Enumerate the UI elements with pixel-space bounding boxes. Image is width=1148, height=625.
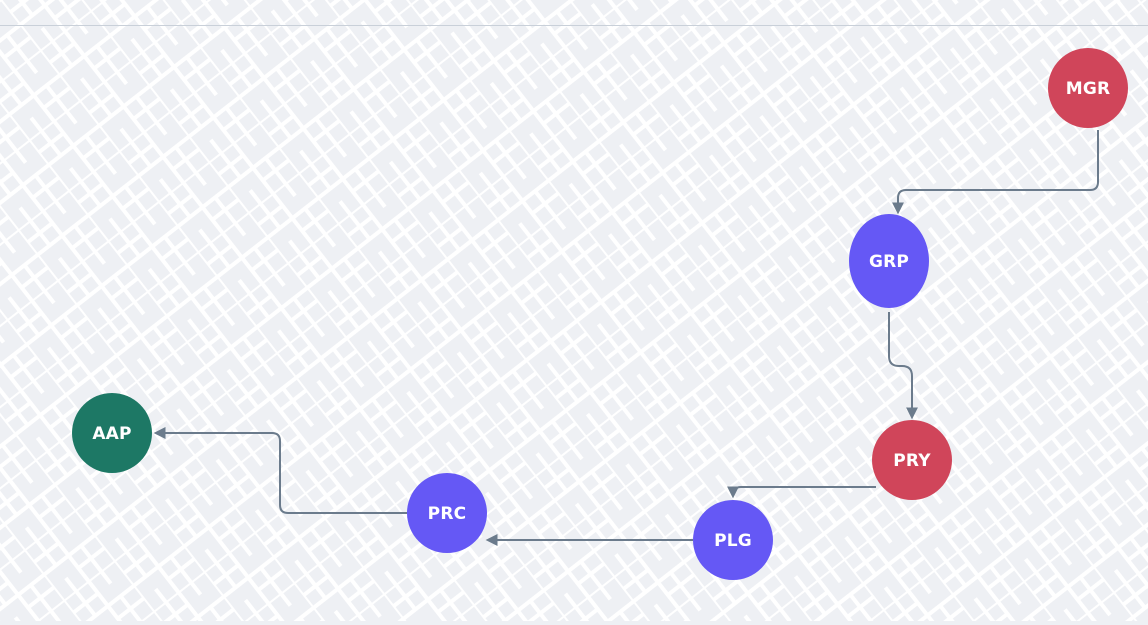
edge-grp-to-pry <box>888 312 918 420</box>
node-pry[interactable]: PRY <box>872 420 952 500</box>
node-circle-prc[interactable] <box>407 473 487 553</box>
node-circle-aap[interactable] <box>72 393 152 473</box>
node-label-prc: PRC <box>428 504 467 524</box>
node-aap[interactable]: AAP <box>72 393 152 473</box>
node-label-grp: GRP <box>869 252 909 272</box>
edge-prc-to-aap <box>153 427 407 514</box>
node-grp[interactable]: GRP <box>849 214 929 308</box>
node-circle-plg[interactable] <box>693 500 773 580</box>
nodes-layer: MGR GRP PRY PLG PRC AAP <box>72 48 1128 580</box>
node-mgr[interactable]: MGR <box>1048 48 1128 128</box>
node-circle-mgr[interactable] <box>1048 48 1128 128</box>
node-label-aap: AAP <box>92 424 131 444</box>
edge-mgr-to-grp <box>892 130 1099 215</box>
edge-pry-to-plg <box>727 486 876 499</box>
node-circle-grp[interactable] <box>849 214 929 308</box>
top-divider <box>0 25 1148 26</box>
node-label-mgr: MGR <box>1066 79 1111 99</box>
node-label-plg: PLG <box>714 531 752 551</box>
node-label-pry: PRY <box>893 451 931 471</box>
node-plg[interactable]: PLG <box>693 500 773 580</box>
node-circle-pry[interactable] <box>872 420 952 500</box>
edges-layer <box>153 130 1099 546</box>
node-prc[interactable]: PRC <box>407 473 487 553</box>
